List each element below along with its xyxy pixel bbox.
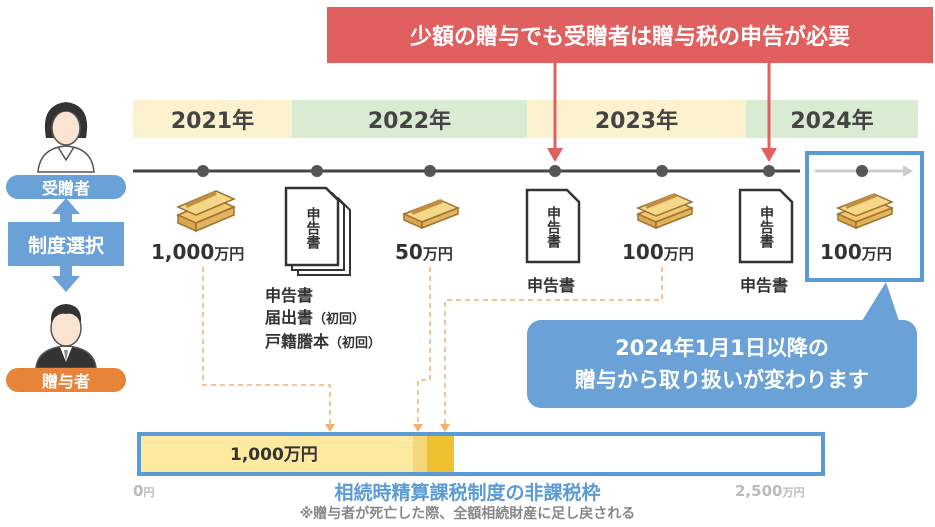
bar-segment-1 bbox=[141, 436, 413, 472]
gift-amount-2024: 100万円 bbox=[820, 240, 892, 264]
info-box-pointer bbox=[860, 282, 900, 324]
choice-down-arrow-icon bbox=[52, 266, 80, 292]
money-bundle-icon bbox=[402, 199, 460, 230]
recipient-tag: 受贈者 bbox=[6, 175, 126, 199]
money-bundle-icon bbox=[836, 193, 894, 230]
timeline-dots bbox=[197, 165, 868, 177]
docs-list-item: 申告書 bbox=[265, 286, 314, 305]
doc-label-2023: 申告書 bbox=[545, 206, 561, 248]
gift-amount-2022: 50万円 bbox=[395, 240, 453, 264]
money-bundle-icon bbox=[176, 190, 236, 233]
bar-title: 相続時精算課税制度の非課税枠 bbox=[334, 482, 601, 504]
exemption-bar bbox=[137, 432, 825, 476]
dashed-arrowheads bbox=[325, 424, 450, 432]
bar-segment-2 bbox=[413, 436, 427, 472]
filing-caption-2023: 申告書 bbox=[527, 276, 576, 295]
giver-tag: 贈与者 bbox=[6, 368, 126, 392]
timeline-arrowhead bbox=[903, 165, 913, 177]
bar-axis-min: 0円 bbox=[133, 482, 155, 500]
exemption-bar-fill bbox=[141, 436, 821, 472]
doc-label-2022: 申告書 bbox=[304, 207, 321, 249]
year-band-2023: 2023年 bbox=[527, 100, 746, 138]
recipient-avatar-icon bbox=[37, 102, 95, 173]
callout-arrow-2024 bbox=[761, 63, 777, 162]
giver-avatar-icon bbox=[35, 304, 97, 369]
year-band-2022: 2022年 bbox=[292, 100, 527, 138]
docs-list-2022: 申告書 届出書（初回） 戸籍謄本（初回） bbox=[265, 285, 381, 355]
callout-arrow-2023 bbox=[547, 63, 563, 162]
document-icon bbox=[525, 188, 581, 264]
dashed-flow-lines bbox=[202, 267, 663, 428]
year-band-2021: 2021年 bbox=[133, 100, 292, 138]
bar-segment-3 bbox=[426, 436, 454, 472]
docs-list-item: 戸籍謄本（初回） bbox=[265, 332, 382, 351]
system-choice-box: 制度選択 bbox=[8, 222, 124, 266]
filing-required-callout: 少額の贈与でも受贈者は贈与税の申告が必要 bbox=[327, 7, 933, 63]
year-band-2024: 2024年 bbox=[746, 100, 918, 138]
bar-note: ※贈与者が死亡した際、全額相続財産に足し戻される bbox=[299, 506, 636, 522]
document-icon bbox=[738, 188, 794, 264]
document-stack-icon bbox=[284, 186, 351, 276]
docs-list-item: 届出書（初回） bbox=[265, 308, 366, 327]
doc-label-2024: 申告書 bbox=[758, 206, 774, 248]
bar-axis-max: 2,500万円 bbox=[735, 482, 805, 500]
bar-fill-label: 1,000万円 bbox=[230, 445, 318, 465]
rule-change-info-box: 2024年1月1日以降の 贈与から取り扱いが変わります bbox=[527, 320, 917, 408]
gift-amount-2021: 1,000万円 bbox=[151, 240, 245, 264]
choice-up-arrow-icon bbox=[52, 198, 80, 222]
gift-amount-2023: 100万円 bbox=[622, 240, 694, 264]
filing-caption-2024: 申告書 bbox=[740, 276, 789, 295]
money-bundle-icon bbox=[636, 193, 694, 230]
